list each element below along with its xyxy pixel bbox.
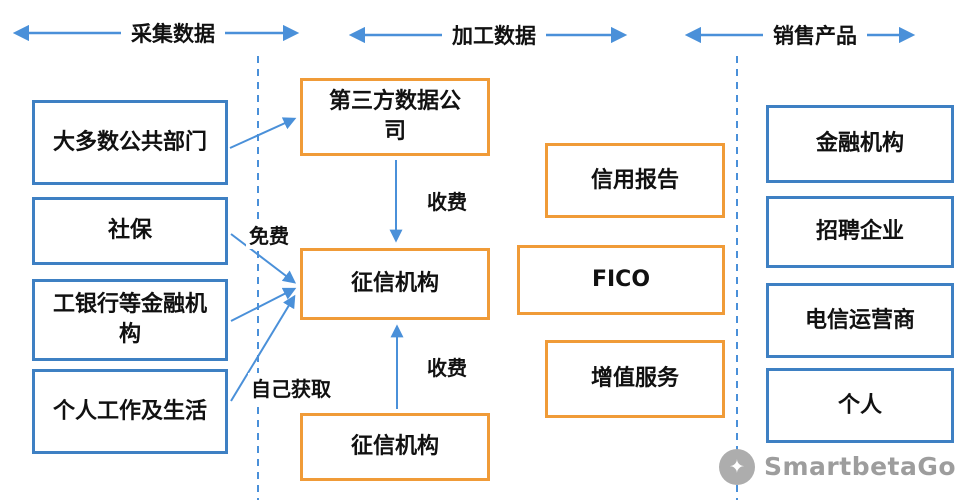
stage-label-process-data: 加工数据 [442,20,546,50]
arrow-public-to-thirdparty [229,117,297,149]
edge-label-fee-bottom: 收费 [424,352,470,381]
edge-label-free: 免费 [246,220,292,249]
node-credit-report: 信用报告 [545,143,725,218]
node-financial-institutions: 金融机构 [766,105,954,183]
smartbetago-logo-icon: ✦ [719,449,755,485]
stage-label-collect-data: 采集数据 [121,18,225,48]
node-credit-bureau-2: 征信机构 [300,413,490,481]
stage-label-sell-products: 销售产品 [763,20,867,50]
arrow-social-to-bureau [230,233,297,284]
logo-glyph: ✦ [729,456,745,478]
node-individuals: 个人 [766,368,954,443]
node-fico: FICO [517,245,725,315]
node-credit-bureau: 征信机构 [300,248,490,320]
node-social-security: 社保 [32,197,228,265]
arrow-bank-to-bureau [230,287,297,322]
node-banks-financial: 工银行等金融机构 [32,279,228,361]
watermark-brand-text: SmartbetaGo [764,452,957,481]
arrow-personal-to-bureau [230,294,296,402]
node-value-added-services: 增值服务 [545,340,725,418]
edge-label-fee-top: 收费 [424,186,470,215]
node-public-sectors: 大多数公共部门 [32,100,228,185]
edge-label-self-obtain: 自己获取 [248,373,334,402]
node-telecom-operators: 电信运营商 [766,283,954,358]
node-recruiting-enterprises: 招聘企业 [766,196,954,268]
node-personal-work-life: 个人工作及生活 [32,369,228,454]
node-thirdparty-data-company: 第三方数据公司 [300,78,490,156]
